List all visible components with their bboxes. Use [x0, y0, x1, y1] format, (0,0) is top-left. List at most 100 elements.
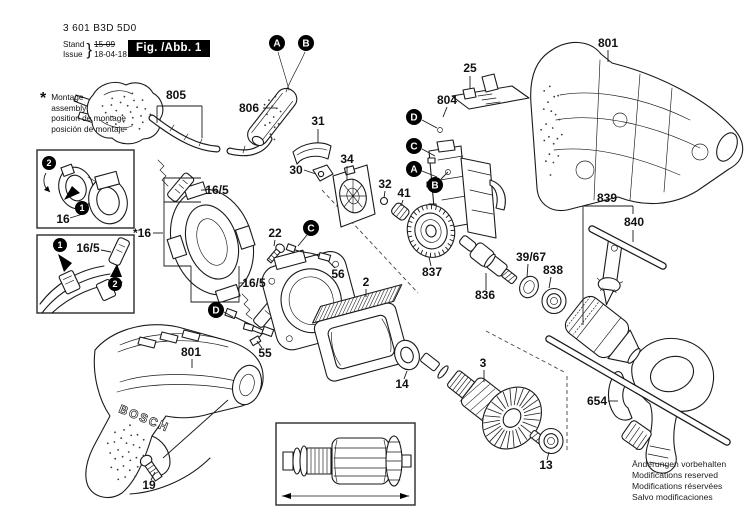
- front-housing-801-drawing: BOSCH: [85, 324, 264, 499]
- texture-mark: [448, 219, 453, 223]
- texture-mark: [106, 121, 108, 124]
- texture-mark: [516, 388, 524, 406]
- figure-badge: Fig. /Abb. 1: [128, 40, 210, 57]
- texture-mark: [129, 111, 132, 113]
- depth-rod-drawing: [545, 335, 731, 446]
- gear-837-drawing: [406, 204, 456, 258]
- part-label-16-5-bottom: 16/5: [242, 276, 266, 290]
- texture-mark: [445, 214, 450, 219]
- texture-mark: [484, 415, 501, 418]
- texture-mark: [349, 296, 358, 313]
- svg-text:C: C: [307, 224, 314, 235]
- ring-32-drawing: [379, 196, 389, 206]
- texture-mark: [409, 239, 414, 243]
- texture-mark: [338, 299, 347, 316]
- texture-mark: [554, 113, 557, 116]
- texture-mark: [521, 394, 535, 409]
- texture-mark: [407, 231, 412, 233]
- screw-22-drawing: [266, 243, 285, 264]
- montage-note-lines: Montage assembly position de montage pos…: [51, 92, 126, 134]
- texture-mark: [548, 153, 551, 156]
- texture-mark: [101, 105, 104, 107]
- stand-issue-labels: Stand Issue: [63, 40, 84, 59]
- texture-mark: [142, 438, 145, 441]
- texture-mark: [413, 211, 418, 216]
- washer-39-67-drawing: [519, 275, 539, 299]
- texture-mark: [318, 305, 327, 321]
- part-label-804: 804: [437, 93, 457, 107]
- bearing-13-drawing: [538, 427, 564, 455]
- texture-mark: [449, 224, 454, 227]
- svg-text:A: A: [410, 165, 417, 176]
- texture-mark: [557, 94, 559, 97]
- texture-mark: [388, 286, 397, 303]
- wire-leads-drawing: [277, 51, 306, 93]
- texture-mark: [136, 433, 139, 436]
- texture-mark: [417, 208, 421, 213]
- texture-mark: [542, 108, 545, 110]
- texture-mark: [115, 109, 118, 112]
- texture-mark: [141, 121, 144, 124]
- texture-mark: [144, 108, 147, 110]
- texture-mark: [111, 115, 114, 118]
- texture-mark: [450, 234, 455, 237]
- texture-mark: [545, 123, 547, 125]
- svg-text:C: C: [410, 142, 417, 153]
- chuck-key-840-drawing: [588, 225, 667, 306]
- texture-mark: [523, 405, 541, 414]
- part-label-839: 839: [597, 191, 617, 205]
- part-label-19: 19: [142, 478, 156, 492]
- texture-mark: [123, 95, 126, 98]
- texture-mark: [550, 110, 553, 113]
- texture-mark: [117, 478, 120, 481]
- texture-mark: [519, 390, 530, 407]
- part-label-806: 806: [239, 101, 259, 115]
- texture-mark: [141, 99, 144, 101]
- texture-mark: [425, 251, 428, 257]
- texture-mark: [330, 302, 339, 318]
- asterisk-marker: *: [40, 90, 47, 107]
- part-label-14: 14: [395, 377, 409, 391]
- texture-mark: [140, 115, 142, 117]
- texture-mark: [408, 220, 413, 224]
- texture-mark: [494, 429, 505, 446]
- callout-b-top: B: [298, 35, 314, 51]
- part-label-801-bottom: 801: [181, 345, 201, 359]
- texture-mark: [408, 235, 413, 238]
- texture-mark: [522, 399, 539, 411]
- lever-31-drawing: [292, 142, 332, 165]
- step-1-badge-box1: 1: [75, 201, 89, 215]
- texture-mark: [111, 97, 114, 100]
- texture-mark: [523, 418, 540, 421]
- spindle-836-drawing: [459, 235, 518, 285]
- field-stator-2-drawing: [312, 284, 409, 382]
- texture-mark: [273, 126, 276, 129]
- part-label-16-5-inset: 16/5: [76, 241, 100, 255]
- step-1-badge-box2: 1: [53, 238, 67, 252]
- aux-handle-654-drawing: [607, 338, 714, 474]
- modifications-notice: Änderungen vorbehalten Modifications res…: [632, 459, 726, 503]
- texture-mark: [438, 251, 441, 257]
- svg-text:B: B: [431, 181, 438, 192]
- texture-mark: [426, 204, 428, 210]
- part-label-836: 836: [475, 288, 495, 302]
- texture-mark: [524, 412, 541, 417]
- texture-mark: [106, 442, 109, 445]
- texture-mark: [435, 205, 437, 211]
- cover-plate-34-drawing: [332, 164, 376, 228]
- notice-line-en: Modifications reserved: [632, 470, 718, 480]
- texture-mark: [557, 155, 560, 157]
- texture-mark: [272, 116, 275, 118]
- texture-mark: [114, 457, 117, 460]
- texture-mark: [552, 142, 555, 145]
- texture-mark: [128, 469, 131, 472]
- texture-mark: [441, 249, 445, 254]
- inset-box-armature: [275, 422, 416, 506]
- texture-mark: [136, 106, 139, 108]
- wire-55-drawing: [242, 322, 263, 347]
- texture-mark: [549, 174, 552, 176]
- callout-a-top: A: [269, 35, 285, 51]
- part-label-801-top: 801: [598, 36, 618, 50]
- part-label-840: 840: [624, 215, 644, 229]
- texture-mark: [120, 437, 123, 440]
